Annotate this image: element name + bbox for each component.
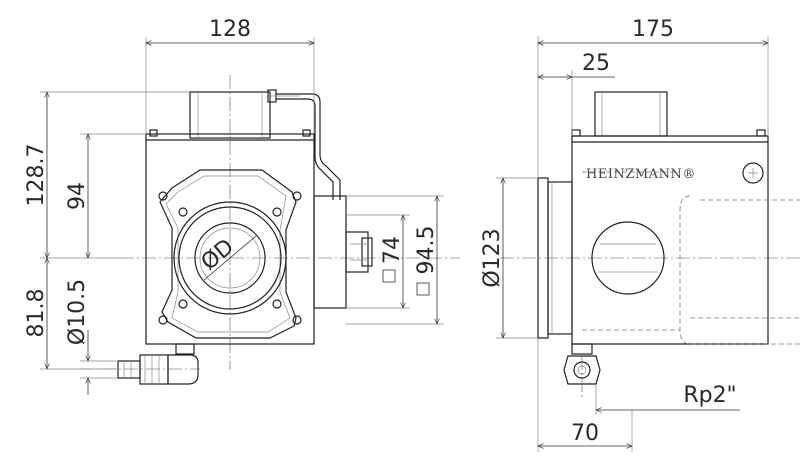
square-symbol [416,282,430,296]
square-symbol [382,269,396,283]
offset-dimension: 25 [582,51,610,76]
lower-height-dimension: 81.8 [24,289,49,338]
side-connector [313,195,373,309]
square-94-dimension: 94.5 [414,226,439,275]
thread-size-label: Rp2" [683,383,736,408]
front-width-dimension: 128 [209,17,251,42]
front-view: 128 128.7 94 81.8 Ø10.5 ØD 74 [24,17,460,395]
square-74-dimension: 74 [380,236,405,264]
actuator-box [189,89,341,200]
front-height-dimension: 128.7 [24,144,49,207]
upper-height-dimension: 94 [65,182,90,210]
brand-logo-text: HEINZMANN® [586,167,696,182]
flange-diameter-dimension: Ø123 [480,228,505,287]
hole-diameter-dimension: Ø10.5 [65,279,90,345]
brand-logo-circle [742,162,764,184]
bottom-offset-dimension: 70 [571,421,599,446]
valve-body [145,129,315,345]
side-view: HEINZMANN® 175 25 Ø123 70 [480,17,800,452]
bottom-fitting [80,343,200,385]
bore-diameter-label: ØD [197,234,239,275]
side-width-dimension: 175 [632,17,674,42]
bolt-holes [158,191,302,325]
